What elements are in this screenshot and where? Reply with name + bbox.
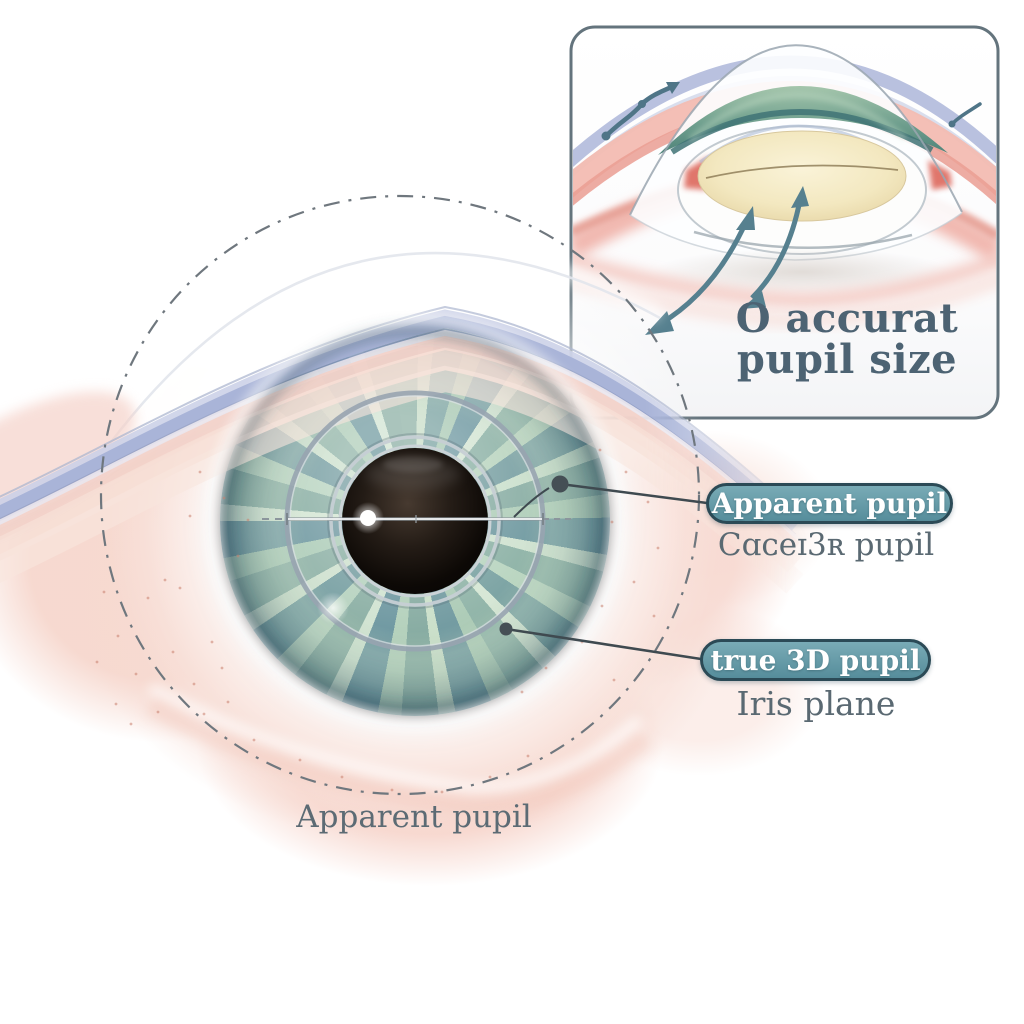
bottom-caption: Apparent pupil (296, 799, 532, 835)
diameter-line (262, 502, 572, 534)
inset-caption-line1: O accurat (735, 295, 959, 342)
label-true-3d-pupil-text: true 3D pupil (710, 643, 921, 677)
inset-iris-crescent (658, 85, 948, 155)
inset-lens (697, 130, 907, 222)
sclera-arc-glow (93, 240, 664, 450)
curved-double-arrow-icon-2 (741, 186, 809, 309)
sublabel-apparent-pupil: Cɑᴄeɪ3ʀ pupil (717, 527, 935, 563)
inset-cross-section (573, 44, 996, 335)
outer-ring-highlight (289, 395, 541, 647)
label-apparent-pupil-text: Apparent pupil (711, 487, 948, 520)
label-true-3d-pupil: true 3D pupil (700, 639, 931, 681)
inset-lens-suture (705, 164, 899, 179)
pupil (338, 444, 492, 598)
dashed-apparent-pupil-circle (99, 194, 701, 796)
sublabel-iris-plane: Iris plane (736, 684, 896, 723)
leader-line-true (499, 622, 702, 661)
inset-capsule-rim (693, 230, 913, 250)
label-apparent-pupil: Apparent pupil (706, 483, 953, 524)
inset-caption-line2: pupil size (736, 335, 958, 383)
inner-ring-circle (329, 435, 501, 607)
leader-line-apparent (513, 475, 708, 518)
sclera-arc (103, 251, 661, 451)
inset-caption: O accurat pupil size (702, 295, 992, 383)
leader-dot-apparent (551, 475, 569, 493)
lid-skin-wedge (0, 391, 136, 545)
upper-eyelid (0, 0, 795, 584)
zonule-squiggle-icon (601, 82, 982, 141)
inset-cornea-outline (629, 44, 963, 216)
leader-dot-true (499, 622, 513, 636)
limbal-halo (207, 313, 623, 729)
iris-reflection (317, 592, 349, 624)
upper-eyelid-white (0, 0, 568, 507)
inner-ring-shadow (327, 433, 503, 609)
inset-panel (569, 25, 1000, 420)
limbal-ring (218, 324, 612, 718)
pupil-sheen-2 (383, 456, 443, 472)
inset-iris-crescent-highlight (688, 92, 907, 142)
